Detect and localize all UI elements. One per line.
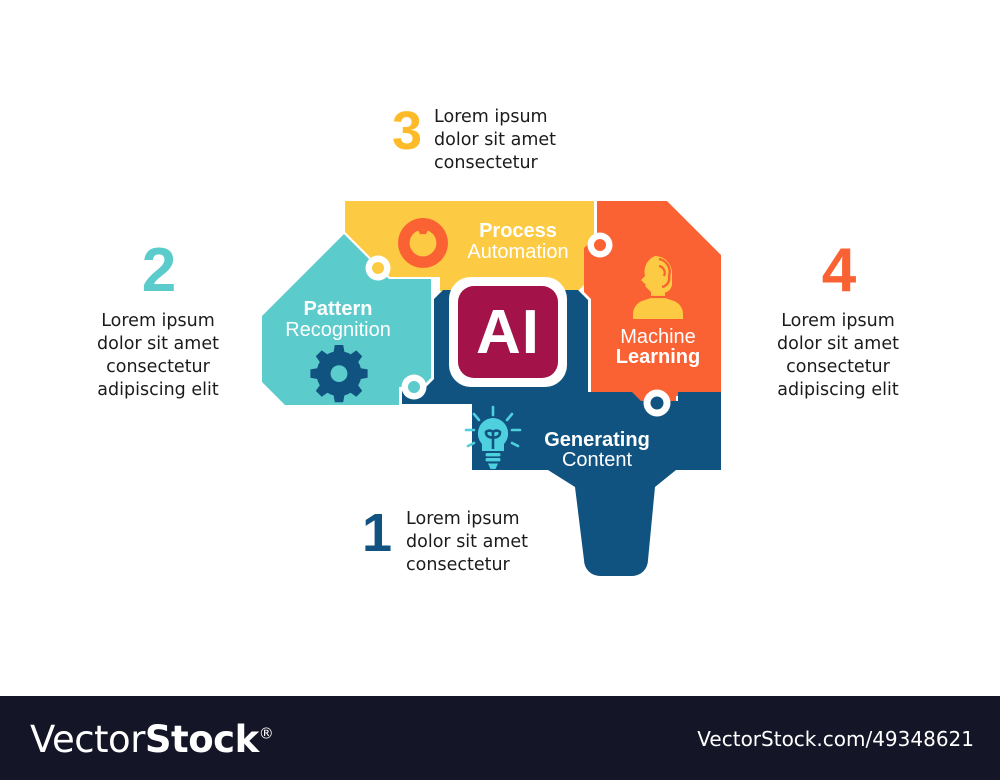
step-4-line-4: adipiscing elit [777, 380, 899, 401]
logo-light-part: Vector [30, 718, 145, 761]
connector-teal [401, 374, 427, 400]
segment-machine-learning-line1: Machine [620, 326, 696, 348]
vectorstock-url: VectorStock.com/49348621 [697, 727, 974, 751]
step-4-text: Lorem ipsum dolor sit amet consectetur a… [752, 310, 924, 402]
logo-bold-part: Stock [144, 718, 259, 761]
connector-orange [587, 232, 613, 258]
segment-machine-learning[interactable]: Machine Learning [584, 201, 721, 404]
ai-badge-fill [458, 286, 558, 378]
step-1-line-2: dolor sit amet [406, 532, 528, 553]
step-1-number: 1 [362, 503, 392, 563]
step-2-line-1: Lorem ipsum [101, 311, 215, 331]
vectorstock-logo: VectorStock® [30, 718, 274, 761]
step-2-line-4: adipiscing elit [97, 380, 219, 401]
step-2-text: Lorem ipsum dolor sit amet consectetur a… [72, 310, 244, 402]
step-1-line-1: Lorem ipsum [406, 509, 520, 529]
step-4[interactable]: 4 Lorem ipsum dolor sit amet consectetur… [752, 240, 924, 402]
step-1[interactable]: 1 Lorem ipsum dolor sit amet consectetur [362, 503, 612, 577]
step-4-number: 4 [821, 236, 856, 305]
step-4-line-2: dolor sit amet [777, 334, 899, 355]
segment-process-automation-shape [345, 201, 594, 291]
segment-generating-content-line1: Generating [544, 429, 650, 451]
segment-process-automation-line1: Process [479, 220, 557, 242]
segment-pattern-recognition-line1: Pattern [304, 298, 373, 320]
step-2-number: 2 [141, 236, 176, 305]
step-3-number: 3 [392, 101, 422, 161]
segment-pattern-recognition-line2: Recognition [285, 319, 391, 341]
registered-mark-icon: ® [258, 724, 274, 743]
segment-process-automation[interactable]: Process Automation [345, 201, 594, 291]
gear-icon [310, 345, 368, 403]
step-1-line-3: consectetur [406, 555, 510, 576]
segment-pattern-recognition[interactable]: Pattern Recognition [262, 234, 431, 405]
step-3-text: Lorem ipsum dolor sit amet consectetur [434, 106, 556, 175]
step-3[interactable]: 3 Lorem ipsum dolor sit amet consectetur [392, 101, 642, 175]
step-2-line-2: dolor sit amet [97, 334, 219, 355]
connector-blue [643, 389, 671, 417]
step-2[interactable]: 2 Lorem ipsum dolor sit amet consectetur… [72, 240, 244, 402]
head-profile-brain-icon [633, 256, 683, 319]
segment-pattern-recognition-shape [262, 234, 431, 405]
step-4-line-1: Lorem ipsum [781, 311, 895, 331]
segment-process-automation-line2: Automation [467, 241, 568, 263]
recycle-arrows-icon [398, 218, 448, 268]
ai-badge-icon[interactable]: AI [449, 277, 567, 387]
connector-yellow [365, 255, 391, 281]
step-2-line-3: consectetur [106, 357, 210, 378]
lightbulb-icon [464, 405, 522, 469]
segment-generating-content-line2: Content [562, 449, 632, 471]
step-1-text: Lorem ipsum dolor sit amet consectetur [406, 508, 528, 577]
step-3-line-1: Lorem ipsum [434, 107, 548, 127]
segment-machine-learning-line2: Learning [616, 346, 700, 368]
ai-badge-label: AI [476, 298, 540, 367]
footer-bar: VectorStock® VectorStock.com/49348621 [0, 696, 1000, 780]
step-3-line-2: dolor sit amet [434, 130, 556, 151]
step-4-line-3: consectetur [786, 357, 890, 378]
step-3-line-3: consectetur [434, 153, 538, 174]
